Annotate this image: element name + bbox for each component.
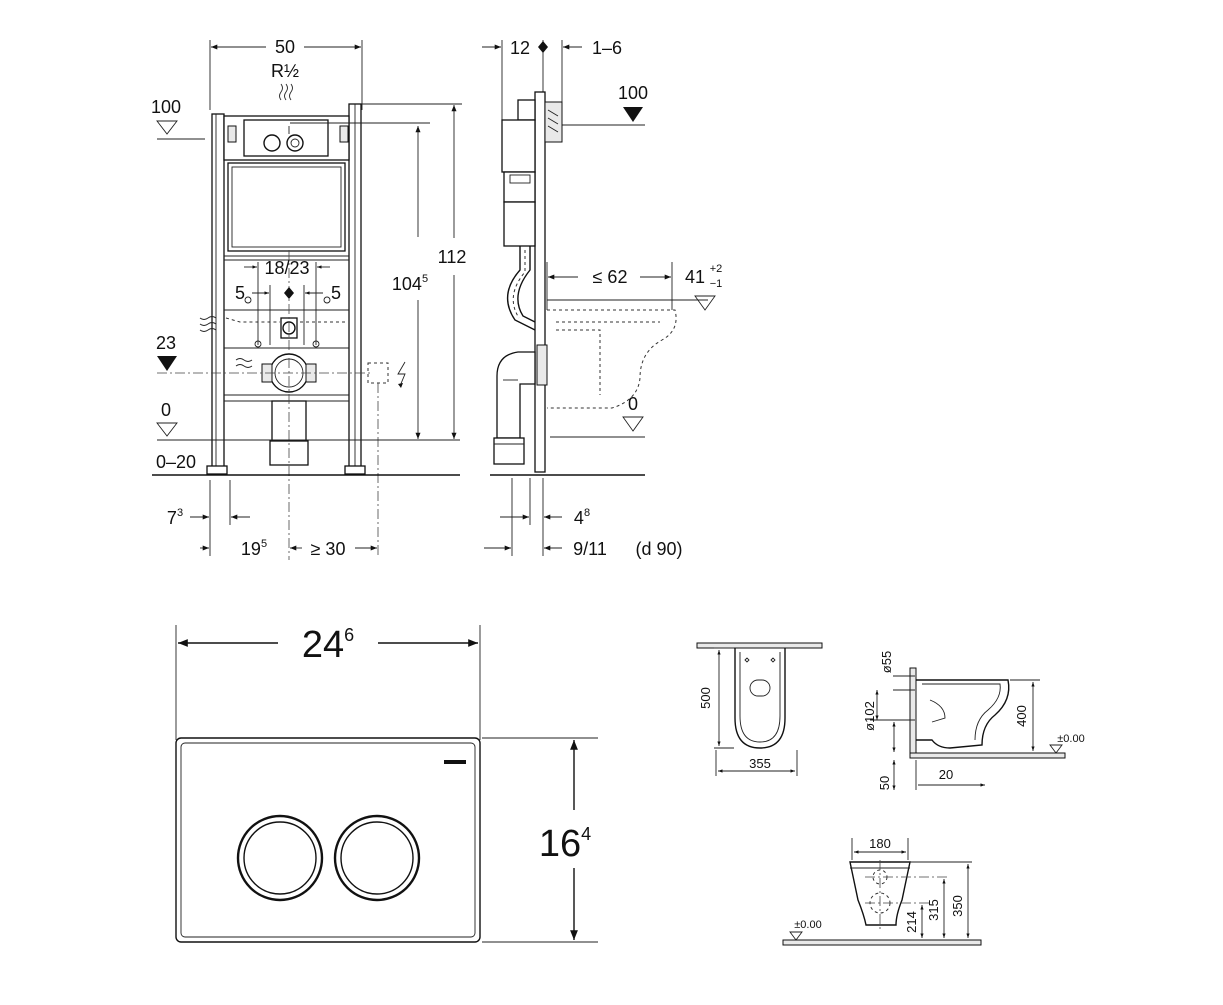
dim-projection: ≤ 62 xyxy=(593,267,628,287)
dim-front-width: 180 xyxy=(869,836,891,851)
flush-button-half xyxy=(333,814,421,902)
dim-h-total: 350 xyxy=(950,895,965,917)
dim-bowl-width: 355 xyxy=(749,756,771,771)
tol-plus: +2 xyxy=(710,263,723,275)
dim-bowl-height: 400 xyxy=(1014,705,1029,727)
level-marker-icon xyxy=(694,295,716,311)
dim-plate-height: 164 xyxy=(539,823,591,865)
frame-side-view: 12 1–6 100 ≤ 62 41 +2 xyxy=(482,38,722,559)
dim-pipe-diameter: (d 90) xyxy=(635,539,682,559)
brand-logo-icon xyxy=(444,760,466,764)
bowl-side-level: ±0.00 xyxy=(1057,733,1084,745)
dim-drain-offset: 195 xyxy=(241,538,267,559)
bowl-side-view: ø55 ø102 400 ±0.00 50 20 xyxy=(862,651,1085,790)
dim-leg-left: 73 xyxy=(167,507,183,528)
level-marker-icon xyxy=(1049,744,1063,754)
bowl-top-view: 500 355 xyxy=(696,642,823,776)
dim-spacing: 18/23 xyxy=(264,258,309,278)
dim-bowl-height: 41 xyxy=(685,267,705,287)
level-marker-icon xyxy=(156,422,178,437)
dim-depth-adj: 1–6 xyxy=(592,38,622,58)
tol-minus: −1 xyxy=(710,278,723,290)
level-marker-filled-icon xyxy=(623,107,643,122)
electric-icon xyxy=(397,361,406,387)
bowl-front-view: 180 ±0.00 214 315 350 xyxy=(782,836,982,946)
water-supply-icon xyxy=(279,83,293,101)
level-0-side-label: 0 xyxy=(628,394,638,414)
dim-h-inlet: 315 xyxy=(926,899,941,921)
floor-adjust-label: 0–20 xyxy=(156,452,196,472)
dim-plate-width: 246 xyxy=(302,624,354,666)
dim-width-top: 50 xyxy=(275,37,295,57)
dim-height-inner: 1045 xyxy=(392,273,428,294)
dim-bowl-depth: 500 xyxy=(698,687,713,709)
bowl-front-level: ±0.00 xyxy=(794,919,821,931)
dim-offset: 20 xyxy=(939,767,953,782)
dim-socket-min: ≥ 30 xyxy=(311,539,346,559)
flush-button-full xyxy=(236,814,324,902)
level-marker-icon xyxy=(789,931,803,941)
dim-leg-offset: 48 xyxy=(574,507,590,528)
drain-pipe-icon xyxy=(235,358,253,368)
frame-front-view: 50 R½ 100 xyxy=(151,37,466,560)
center-point-icon xyxy=(284,287,294,299)
flush-plate-view: 246 164 xyxy=(175,624,598,943)
dim-height-total: 112 xyxy=(438,247,467,267)
level-23-label: 23 xyxy=(156,333,176,353)
level-marker-icon xyxy=(156,120,178,135)
level-100-label: 100 xyxy=(151,97,181,117)
dim-depth-top: 12 xyxy=(510,38,530,58)
flush-plate xyxy=(175,737,481,943)
level-marker-filled-icon xyxy=(157,356,177,371)
level-100-side-label: 100 xyxy=(618,83,648,103)
level-0-label: 0 xyxy=(161,400,171,420)
dim-outlet: ø102 xyxy=(862,701,877,731)
dim-offset-right: 5 xyxy=(331,283,341,303)
dim-gap: 50 xyxy=(877,776,892,790)
thread-label: R½ xyxy=(271,61,299,81)
dim-pipe: 9/11 xyxy=(573,539,607,559)
dim-h-outlet: 214 xyxy=(904,911,919,933)
level-marker-icon xyxy=(622,416,644,432)
dim-inlet: ø55 xyxy=(879,651,894,673)
pivot-point-icon xyxy=(538,41,548,53)
supply-pipe-icon xyxy=(199,316,217,332)
dim-offset-left: 5 xyxy=(235,283,245,303)
